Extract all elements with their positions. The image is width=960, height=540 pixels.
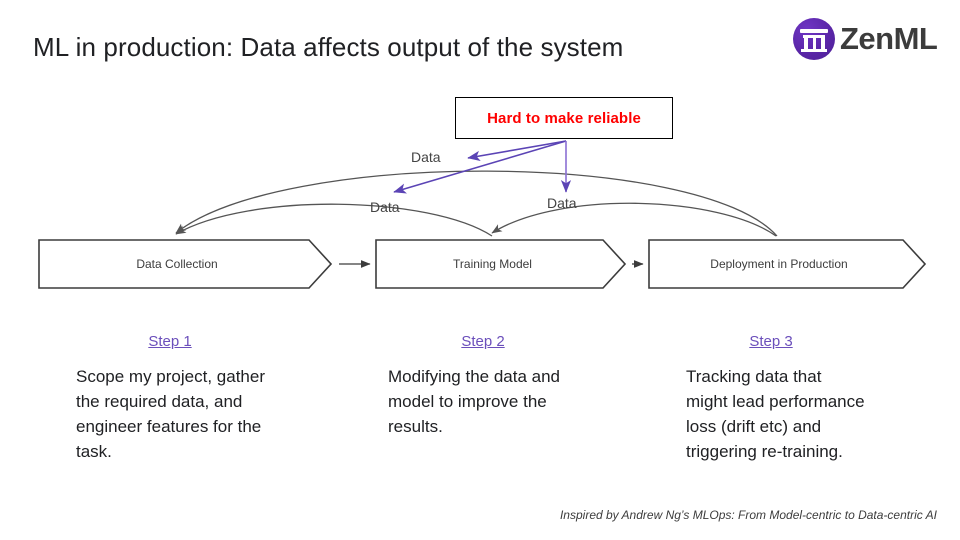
step-column-1: Step 1 Scope my project, gather the requ… — [76, 333, 276, 464]
step-column-3: Step 3 Tracking data that might lead per… — [686, 333, 866, 464]
zenml-logo: ZenML — [793, 18, 938, 60]
step-body: Modifying the data and model to improve … — [388, 367, 561, 436]
feedback-arc-training-to-collection — [175, 203, 493, 237]
data-label: Data — [411, 149, 441, 165]
process-step-data-collection[interactable]: Data Collection — [38, 239, 332, 289]
process-step-training-model[interactable]: Training Model — [375, 239, 626, 289]
data-label: Data — [370, 199, 400, 215]
zenml-torii-icon — [793, 18, 835, 60]
feedback-arc-deployment-to-training — [491, 202, 777, 237]
data-label: Data — [547, 195, 577, 211]
zenml-wordmark: ZenML — [840, 21, 938, 56]
step-heading: Step 3 — [749, 333, 793, 350]
feedback-arc-deployment-to-collection — [175, 170, 778, 237]
step-heading: Step 1 — [148, 333, 192, 350]
callout-label: Hard to make reliable — [487, 109, 641, 127]
callout-arrow-1 — [467, 140, 567, 161]
process-step-label: Deployment in Production — [710, 257, 848, 271]
step-body: Scope my project, gather the required da… — [76, 367, 265, 461]
hard-to-make-reliable-callout: Hard to make reliable — [455, 97, 673, 139]
step-body: Tracking data that might lead performanc… — [686, 367, 865, 461]
attribution-footer: Inspired by Andrew Ng’s MLOps: From Mode… — [559, 508, 937, 522]
step-heading: Step 2 — [461, 333, 505, 350]
process-step-label: Training Model — [453, 257, 532, 271]
process-step-deployment-in-production[interactable]: Deployment in Production — [648, 239, 926, 289]
step-column-2: Step 2 Modifying the data and model to i… — [388, 333, 603, 439]
process-step-label: Data Collection — [136, 257, 218, 271]
page-title: ML in production: Data affects output of… — [33, 32, 624, 62]
